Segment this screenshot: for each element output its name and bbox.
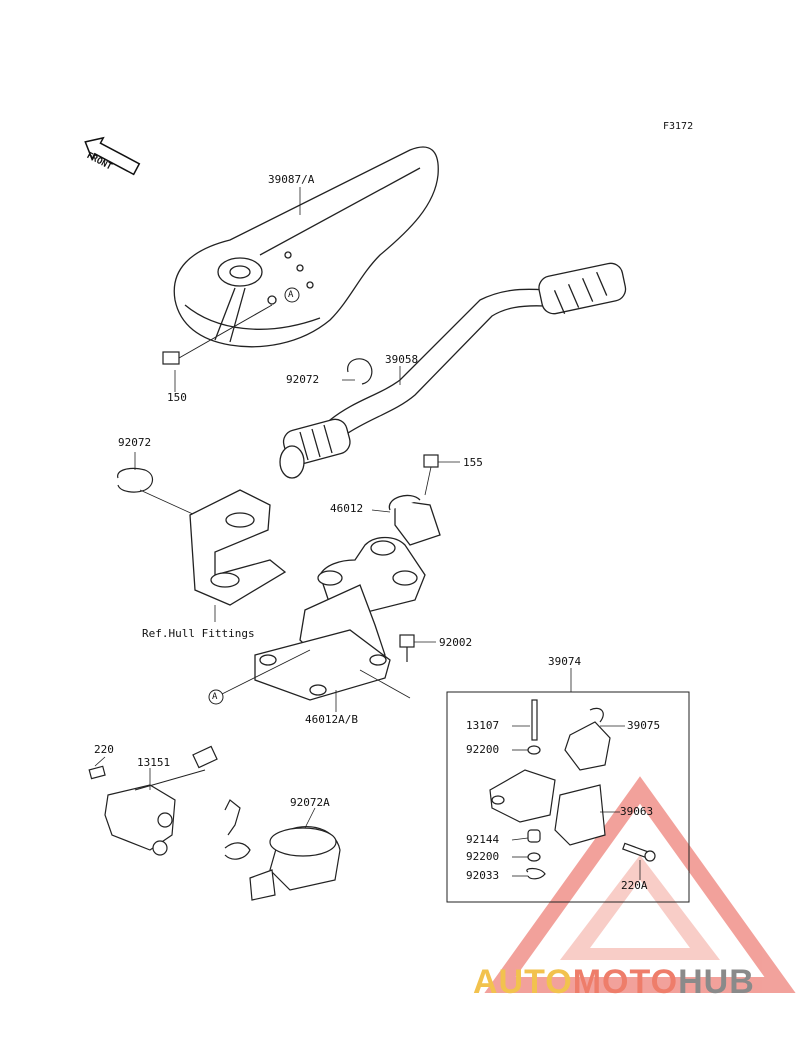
front-arrow-icon [84,136,141,176]
leader-lines [134,187,572,712]
callout-46012: 46012 [330,502,364,515]
figure-code: F3172 [663,121,694,132]
bolt-155 [423,454,460,496]
callout-39063: 39063 [620,805,654,818]
callout-ref-hull: Ref.Hull Fittings [142,627,255,640]
callout-39075: 39075 [627,719,661,732]
bolt-92002 [399,634,436,662]
callout-39058: 39058 [385,353,419,366]
callout-39074: 39074 [548,655,582,668]
steering-holder [254,494,441,701]
callout-92072-top: 92072 [286,373,320,386]
switch-leaders [94,756,316,829]
callout-220: 220 [94,743,114,756]
ref-circle-lower [208,689,224,705]
box-leaders [511,725,641,880]
callout-92200-a: 92200 [466,743,500,756]
watermark-hub: HUB [678,963,755,1001]
ref-a-upper: A [288,290,294,300]
callout-150: 150 [167,391,187,404]
watermark-moto: MOTO [572,963,679,1001]
handlebar [279,262,627,479]
callout-92144: 92144 [466,833,500,846]
callout-92002: 92002 [439,636,473,649]
handlebar-cover [173,146,439,348]
callout-155: 155 [463,456,483,469]
callout-92200-b: 92200 [466,850,500,863]
callout-39087a: 39087/A [268,173,315,186]
callout-46012ab: 46012A/B [305,713,358,726]
callout-13151: 13151 [137,756,171,769]
ref-circle-upper [284,287,300,303]
assembly-39074-box [446,691,690,903]
callout-220a: 220A [621,879,648,892]
callout-92033: 92033 [466,869,500,882]
clamp-92072 [117,358,373,516]
callout-13107: 13107 [466,719,500,732]
callout-92072a: 92072A [290,796,330,809]
throttle-parts [489,699,656,880]
hull-bracket [189,489,287,622]
switch-parts [88,745,341,901]
watermark-triangle [484,776,796,993]
watermark-auto: AUTO [473,963,573,1001]
watermark-logo: AUTOMOTOHUB [473,962,755,1002]
callout-92072-left: 92072 [118,436,152,449]
ref-a-lower: A [212,692,218,702]
bolt-150 [162,304,273,392]
